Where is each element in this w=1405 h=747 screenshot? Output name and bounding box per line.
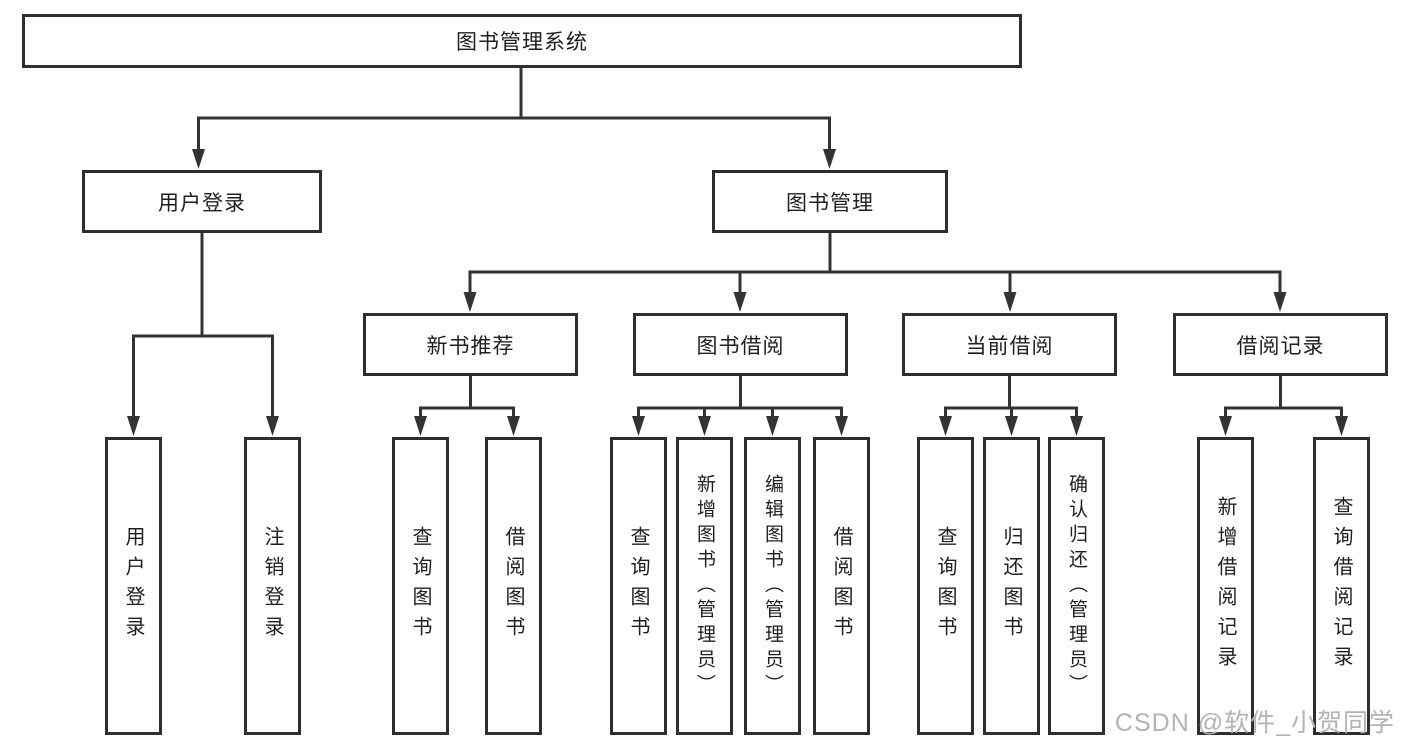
leaf-edit-books-admin: 编辑图书（管理员） xyxy=(744,437,801,735)
leaf-query-borrow-record: 查询借阅记录 xyxy=(1313,437,1370,735)
leaf-borrow-books: 借阅图书 xyxy=(813,437,870,735)
leaf-add-borrow-record: 新增借阅记录 xyxy=(1197,437,1254,735)
node-book-borrowing: 图书借阅 xyxy=(633,313,848,376)
leaf-add-books-admin: 新增图书（管理员） xyxy=(676,437,733,735)
node-book-management: 图书管理 xyxy=(712,170,948,233)
csdn-watermark: CSDN @软件_小贺同学 xyxy=(1114,709,1395,737)
leaf-borrow-books-recommend: 借阅图书 xyxy=(485,437,542,735)
leaf-user-login: 用户登录 xyxy=(105,437,162,735)
arrowhead-icons xyxy=(127,149,1348,436)
leaf-query-books-recommend: 查询图书 xyxy=(392,437,449,735)
leaf-return-books: 归还图书 xyxy=(983,437,1040,735)
node-current-borrowing: 当前借阅 xyxy=(902,313,1117,376)
leaf-logout: 注销登录 xyxy=(244,437,301,735)
node-root-system: 图书管理系统 xyxy=(22,14,1022,68)
node-borrowing-records: 借阅记录 xyxy=(1173,313,1388,376)
node-new-book-recommend: 新书推荐 xyxy=(363,313,578,376)
node-user-login: 用户登录 xyxy=(82,170,322,233)
leaf-confirm-return-admin: 确认归还（管理员） xyxy=(1048,437,1105,735)
leaf-query-books-current: 查询图书 xyxy=(917,437,974,735)
leaf-query-books-borrowing: 查询图书 xyxy=(610,437,667,735)
